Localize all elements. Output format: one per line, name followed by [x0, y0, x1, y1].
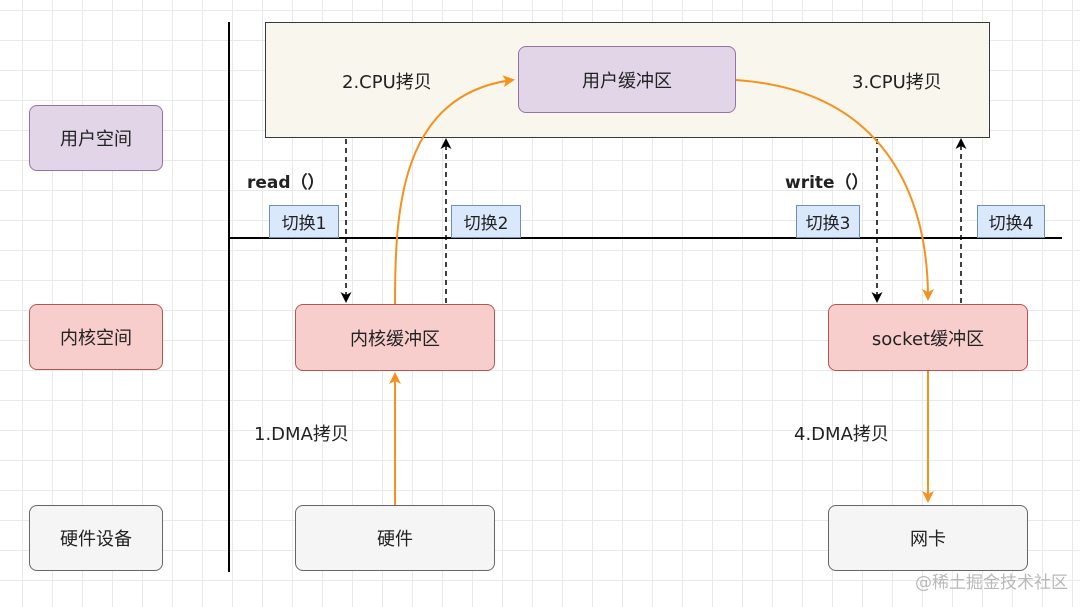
nic-node: 网卡 — [828, 505, 1028, 571]
dma-copy-1-label: 1.DMA拷贝 — [254, 424, 349, 445]
hardware-devices-label: 硬件设备 — [29, 505, 163, 571]
cpu-copy-2-label: 2.CPU拷贝 — [342, 72, 432, 93]
hardware-node: 硬件 — [295, 505, 495, 571]
cpu-copy-3-arrow — [735, 79, 934, 301]
switch3-tag: 切换3 — [796, 205, 860, 238]
switch1-tag: 切换1 — [269, 205, 339, 238]
switch4-tag: 切换4 — [977, 205, 1045, 238]
kernel-space-label: 内核空间 — [29, 304, 163, 370]
cpu-copy-2-arrow — [394, 75, 515, 305]
cpu-copy-3-label: 3.CPU拷贝 — [852, 72, 942, 93]
watermark: @稀土掘金技术社区 — [915, 573, 1068, 593]
user-space-label: 用户空间 — [29, 105, 163, 171]
dma-copy-4-label: 4.DMA拷贝 — [794, 424, 889, 445]
switch2-tag: 切换2 — [451, 205, 521, 238]
kernel-buffer-node: 内核缓冲区 — [295, 304, 495, 371]
read-call-label: read（） — [247, 173, 325, 193]
write-call-label: write（） — [785, 173, 869, 193]
socket-buffer-node: socket缓冲区 — [828, 304, 1028, 371]
user-buffer-node: 用户缓冲区 — [518, 46, 736, 113]
